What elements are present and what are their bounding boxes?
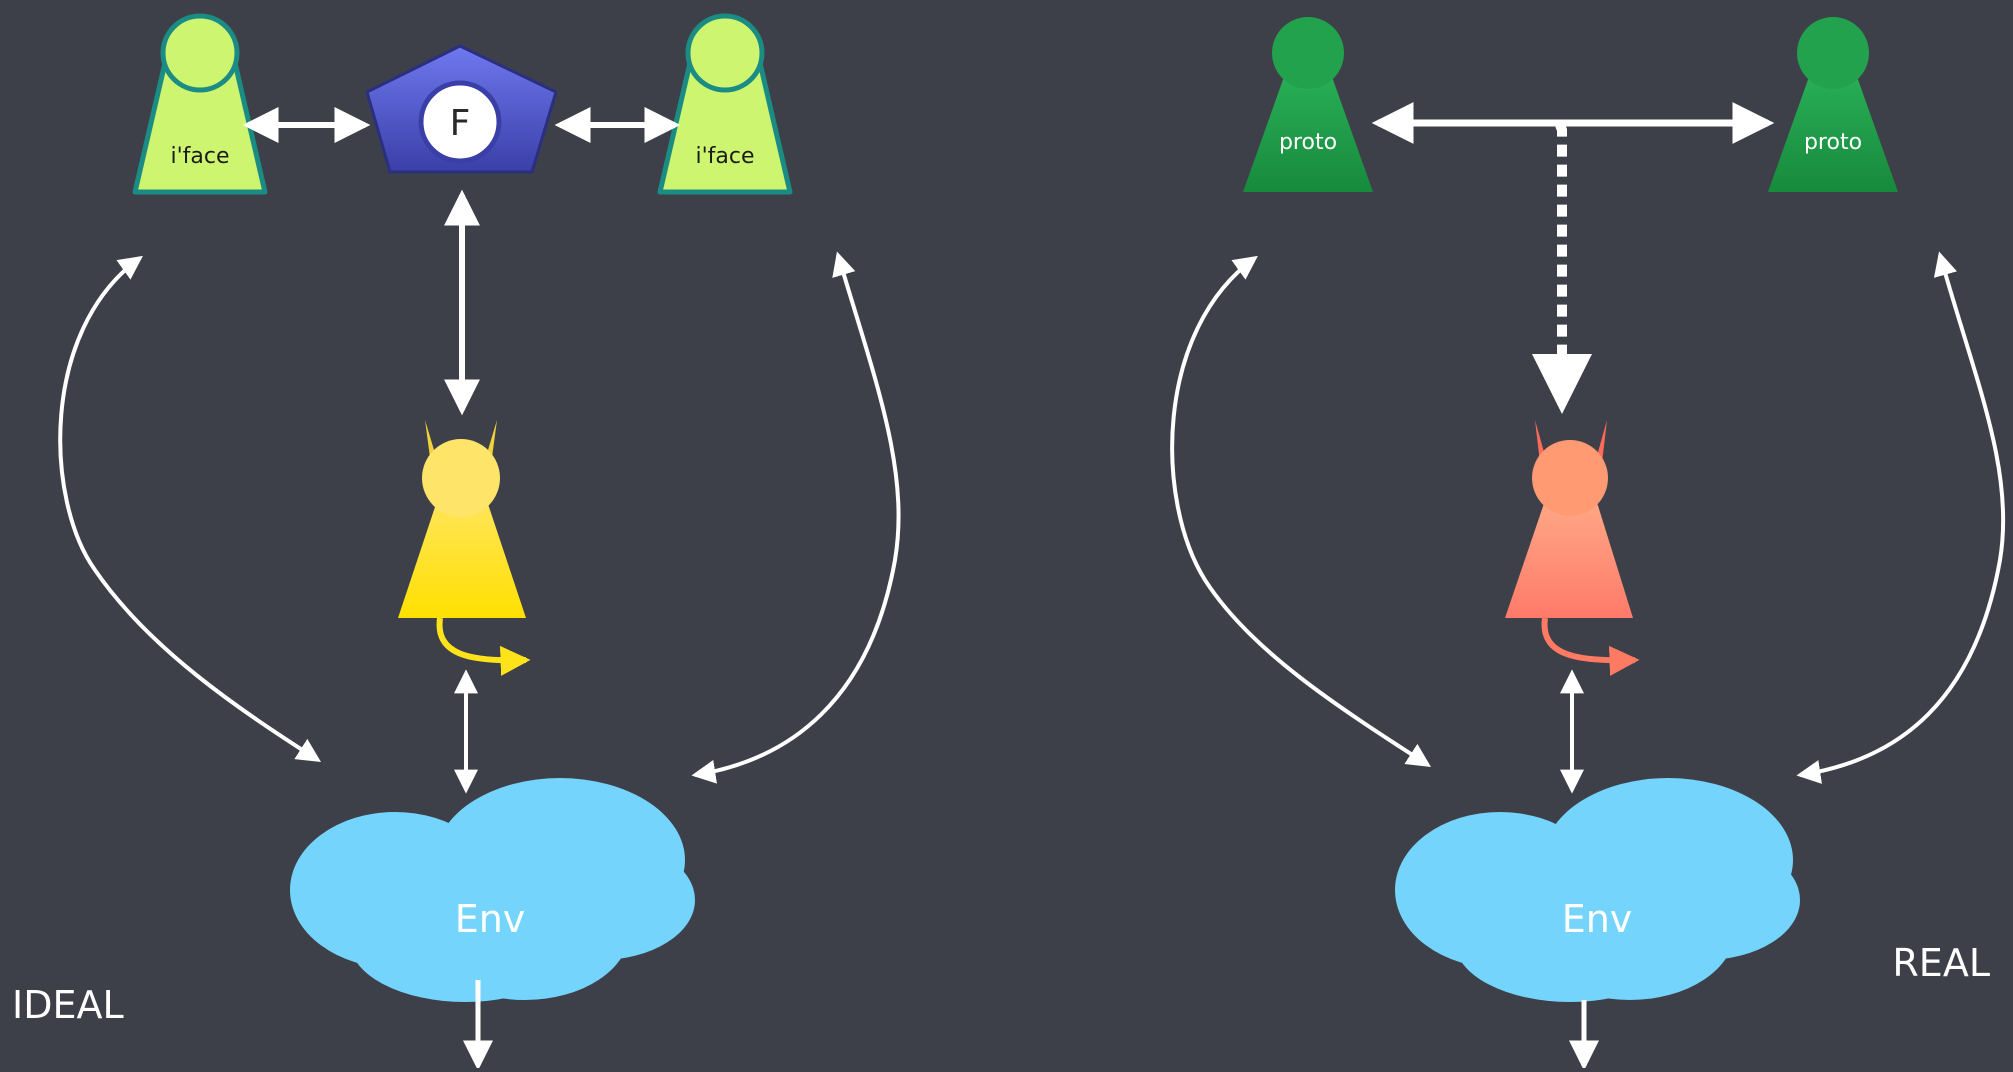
real-caption: REAL (1892, 941, 1990, 985)
real-left-party-label: proto (1279, 130, 1337, 155)
ideal-left-party: i'face (132, 13, 268, 195)
ideal-caption: IDEAL (12, 983, 124, 1027)
ideal-right-party: i'face (657, 13, 793, 195)
ideal-environment-cloud: Env (290, 778, 695, 1002)
ideal-right-party-label: i'face (695, 144, 754, 169)
ideal-right-party-to-environment-arrow (691, 251, 901, 784)
functionality-label: F (450, 103, 471, 144)
real-left-party: proto (1243, 17, 1373, 192)
ideal-environment-label: Env (455, 897, 526, 941)
real-right-party-label: proto (1804, 130, 1862, 155)
ideal-functionality: F (365, 44, 558, 174)
real-channel-to-adversary-dotted-arrow (1532, 123, 1592, 414)
ideal-world: i'face i'face F Env (12, 13, 901, 1071)
real-world: proto proto Env (1170, 17, 2006, 1071)
ideal-left-party-label: i'face (170, 144, 229, 169)
real-right-party-to-environment-arrow (1796, 251, 2006, 784)
real-environment-label: Env (1562, 897, 1633, 941)
real-adversary (1505, 420, 1640, 676)
ideal-adversary (398, 420, 531, 676)
real-right-party: proto (1768, 17, 1898, 192)
real-left-party-to-environment-arrow (1170, 255, 1432, 767)
real-environment-cloud: Env (1395, 778, 1800, 1002)
ideal-left-party-to-environment-arrow (58, 255, 322, 762)
